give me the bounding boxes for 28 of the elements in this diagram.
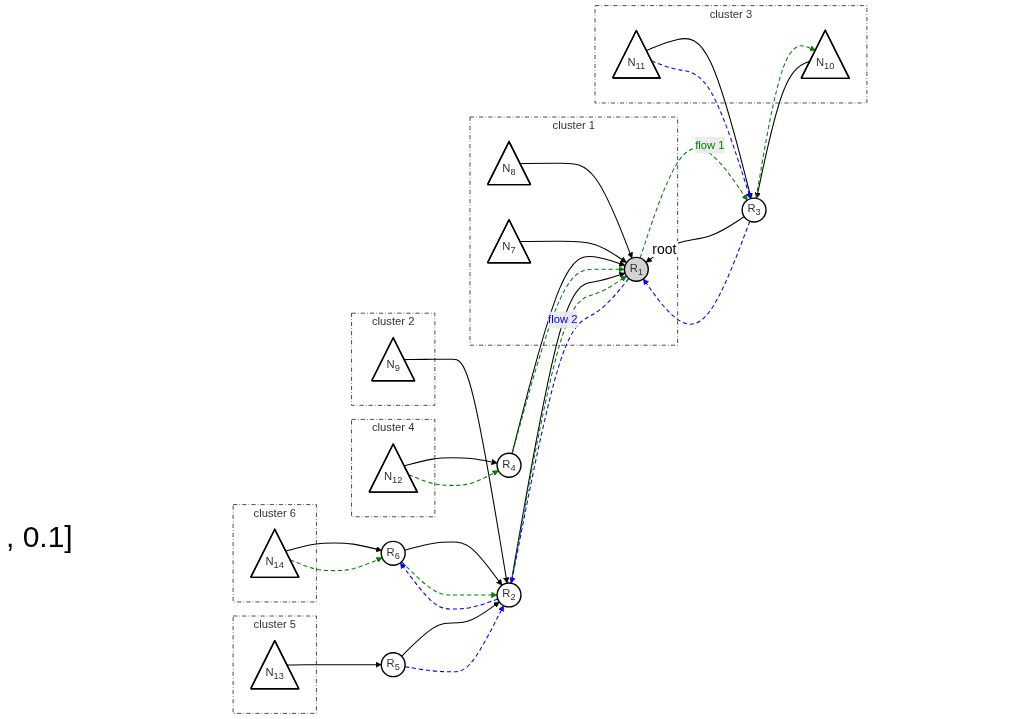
node-circle: R$_{5}$ — [380, 652, 406, 678]
arrow — [643, 220, 751, 325]
arrow — [400, 562, 499, 610]
arrow — [404, 605, 504, 673]
arrow — [755, 45, 816, 199]
arrow — [651, 60, 752, 199]
arrow — [285, 542, 382, 553]
note-text: , 0.1] — [6, 520, 73, 554]
arrow — [401, 561, 498, 599]
arrow — [401, 601, 500, 657]
arrow — [289, 557, 383, 572]
arrow — [408, 470, 499, 486]
arrow — [403, 358, 510, 584]
node-circle: R$_{6}$ — [380, 540, 406, 566]
node-caption: root — [650, 241, 679, 258]
arrow — [403, 457, 498, 467]
node-circle: R$_{3}$ — [741, 197, 767, 223]
arrow — [519, 162, 633, 259]
edge-label: flow 1 — [695, 138, 725, 151]
arrow — [754, 60, 811, 199]
arrow — [646, 38, 753, 199]
arrow — [286, 661, 382, 668]
arrow — [519, 240, 627, 263]
node-circle: R$_{2}$ — [496, 582, 522, 608]
node-circle: R$_{4}$ — [496, 452, 522, 478]
node-circle: R$_{1}$ — [623, 256, 649, 282]
arrow — [404, 541, 503, 586]
edge-label: flow 2 — [548, 313, 578, 326]
